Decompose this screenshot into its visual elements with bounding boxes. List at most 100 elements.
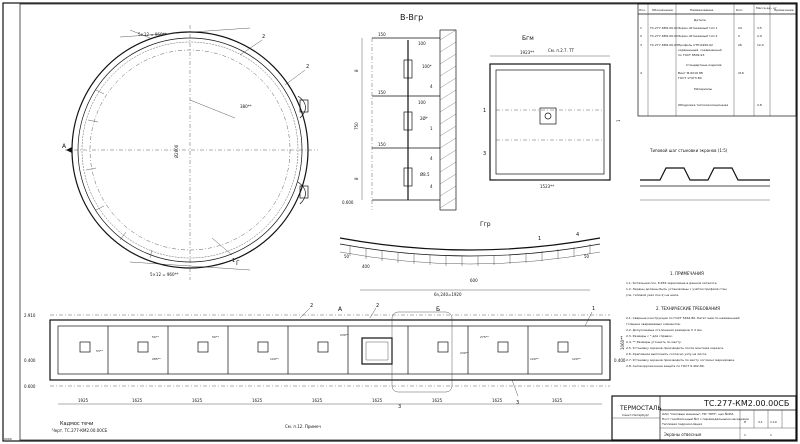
view-g-leader-1: 1	[538, 236, 541, 242]
elev-level-2: 0.600	[24, 384, 36, 389]
elev-leader-2b: 2	[376, 303, 379, 309]
section-leader-4c: 4	[430, 184, 433, 189]
spec-cell: Экран обтекаемый тип 1	[678, 26, 717, 30]
elev-level-3: 0.400	[614, 358, 626, 363]
section-dim-1: 100	[418, 41, 426, 46]
elev-panel-dim-0: 1925	[78, 398, 89, 403]
section-dim-6: 8	[354, 177, 359, 180]
corner-number: 0000	[4, 437, 12, 441]
elev-leader-1: 1	[592, 306, 595, 312]
elev-small-8: 120**	[530, 357, 539, 361]
spec-section-3: Материалы	[694, 87, 713, 91]
title-scale: 1:10	[770, 420, 777, 424]
spec-header: Поз.	[639, 8, 646, 12]
elev-leader-3b: 3	[516, 400, 519, 406]
spec-cell: 24	[738, 26, 742, 30]
spec-cell: Профиль СТН-0999-02	[678, 43, 713, 47]
spec-cell: 3,5	[757, 26, 762, 30]
title-block: ТЕРМОСТАЛЬ Санкт-Петербург ТС.277-КМ2.00…	[611, 395, 797, 441]
section-level: 0.600	[342, 200, 354, 205]
elev-panel-dim-4: 1625	[312, 398, 323, 403]
view-g-dim-50b: 50	[584, 254, 590, 259]
plan-view: 5×12 = 960** 5×12 = 960** Ø2600 380** 2 …	[62, 25, 318, 280]
notes-line: (см. типовой узел поз.1) на шаге.	[626, 293, 679, 297]
bgm-dim-top: 1923**	[520, 50, 534, 55]
view-g-dim-400: 400	[362, 264, 370, 269]
notes-line: 2.8. Антикоррозионная защита по ГОСТ 9.4…	[626, 364, 705, 368]
elev-small-9: 120**	[572, 357, 581, 361]
section-leader-4b: 4	[430, 156, 433, 161]
elevation-outline	[49, 319, 611, 381]
specification-table: Поз. Обозначение Наименование Кол. Масса…	[637, 3, 797, 117]
section-leader-1: 1	[430, 126, 433, 131]
inner-frame	[19, 3, 797, 441]
notes-line: 2.7. Установку экранов производить по ме…	[626, 358, 735, 362]
notes-title-2: 2. ТЕХНИЧЕСКИЕ ТРЕБОВАНИЯ	[656, 306, 720, 311]
notes-line: 1.1. Котельная поз. 8.456 зарисована в д…	[626, 281, 717, 285]
spec-header: Обозначение	[652, 8, 673, 12]
section-vv-title: В-Вгр	[400, 13, 423, 22]
spec-section-1: Детали	[694, 18, 706, 22]
view-bgm-title: Бгм	[522, 35, 534, 42]
elev-panel-dim-7: 1625	[492, 398, 503, 403]
spec-cell: 2,8	[757, 103, 762, 107]
spec-cell: ГОСТ 17473-80	[678, 76, 702, 80]
notes-title-1: 1. ПРИМЕЧАНИЯ	[670, 271, 704, 276]
tooth-profile: Типовой шаг стыковки экранов (1:5)	[640, 148, 770, 201]
spec-cell: 3	[640, 43, 642, 47]
spec-header: Кол.	[736, 8, 743, 12]
section-dim-0: 150	[378, 32, 386, 37]
elev-small-1: 50**	[152, 335, 159, 339]
spec-cell: 12,4	[757, 43, 764, 47]
spec-cell: ТС.277-КМ2.00.02	[649, 34, 678, 38]
elev-small-2: 285**	[152, 357, 161, 361]
plan-leader-2a: 2	[262, 34, 265, 40]
notes-line: 1.2. Экраны должны быть установлены с уч…	[626, 287, 727, 291]
section-bracket-3	[403, 167, 413, 187]
view-g-title: Ггр	[480, 221, 491, 228]
view-g-dim-50a: 50	[344, 254, 350, 259]
section-dim-4: 100	[418, 100, 426, 105]
section-dim-3: 150	[378, 90, 386, 95]
spec-cell: 1	[640, 26, 642, 30]
spec-header: Масса ед., кг	[756, 6, 777, 10]
spec-cell: 216	[738, 71, 744, 75]
section-leader-4a: 4	[430, 84, 433, 89]
plan-dim-bottom: 5×12 = 960**	[150, 272, 179, 277]
elev-cut-b: Б	[436, 306, 440, 313]
plan-bracket-top	[299, 99, 309, 113]
spec-cell: окрашенный, соединенный	[678, 48, 722, 52]
elev-panel-dim-3: 1625	[252, 398, 263, 403]
elev-panel-dim-8: 1625	[552, 398, 563, 403]
notes-line: толщине свариваемых элементов.	[626, 322, 681, 326]
notes-block: 1. ПРИМЕЧАНИЯ 1.1. Котельная поз. 8.456 …	[626, 271, 740, 368]
spec-section-2: Стандартные изделия	[686, 63, 722, 67]
title-company-sub: Санкт-Петербург	[622, 413, 650, 417]
plan-bracket-bottom	[299, 185, 309, 199]
plan-cut-g: Г	[236, 260, 240, 267]
spec-cell: 2	[640, 34, 642, 38]
bgm-leader-3: 3	[483, 151, 486, 157]
title-customer: ОАО "Силовые машины", ПК "ЛЕЗ", цех №951	[662, 412, 734, 416]
notes-line: 2.5. Установку экранов производить после…	[626, 346, 724, 350]
elev-level-0: 2.910	[24, 313, 36, 318]
elev-panel-dim-1: 1625	[132, 398, 143, 403]
section-wall	[439, 29, 457, 211]
view-g-leader-4: 4	[576, 232, 579, 238]
title-drawing-name: Экраны отвесные	[664, 432, 702, 437]
elev-level-1: 0.400	[24, 358, 36, 363]
elev-small-5: 230**	[340, 333, 349, 337]
section-dim-10: Ø8.5	[420, 172, 430, 177]
section-dim-9: 2Ø*	[420, 116, 428, 121]
title-sheet: 1	[744, 433, 746, 437]
spec-cell: ТС.277-КМ2.00.03	[649, 43, 678, 47]
bgm-plate	[539, 107, 557, 125]
view-g-dim-total: 6n,240=1920	[434, 292, 462, 297]
section-dim-5: 8	[354, 69, 359, 72]
title-project: Пост газобалонный №3 с пирамидальными на…	[662, 417, 749, 421]
spec-cell: 2	[738, 34, 740, 38]
spec-cell: 4	[640, 71, 642, 75]
bgm-dim-height: 1	[616, 119, 621, 122]
title-mass: 3,1	[758, 420, 763, 424]
elev-leader-3a: 3	[398, 404, 401, 410]
